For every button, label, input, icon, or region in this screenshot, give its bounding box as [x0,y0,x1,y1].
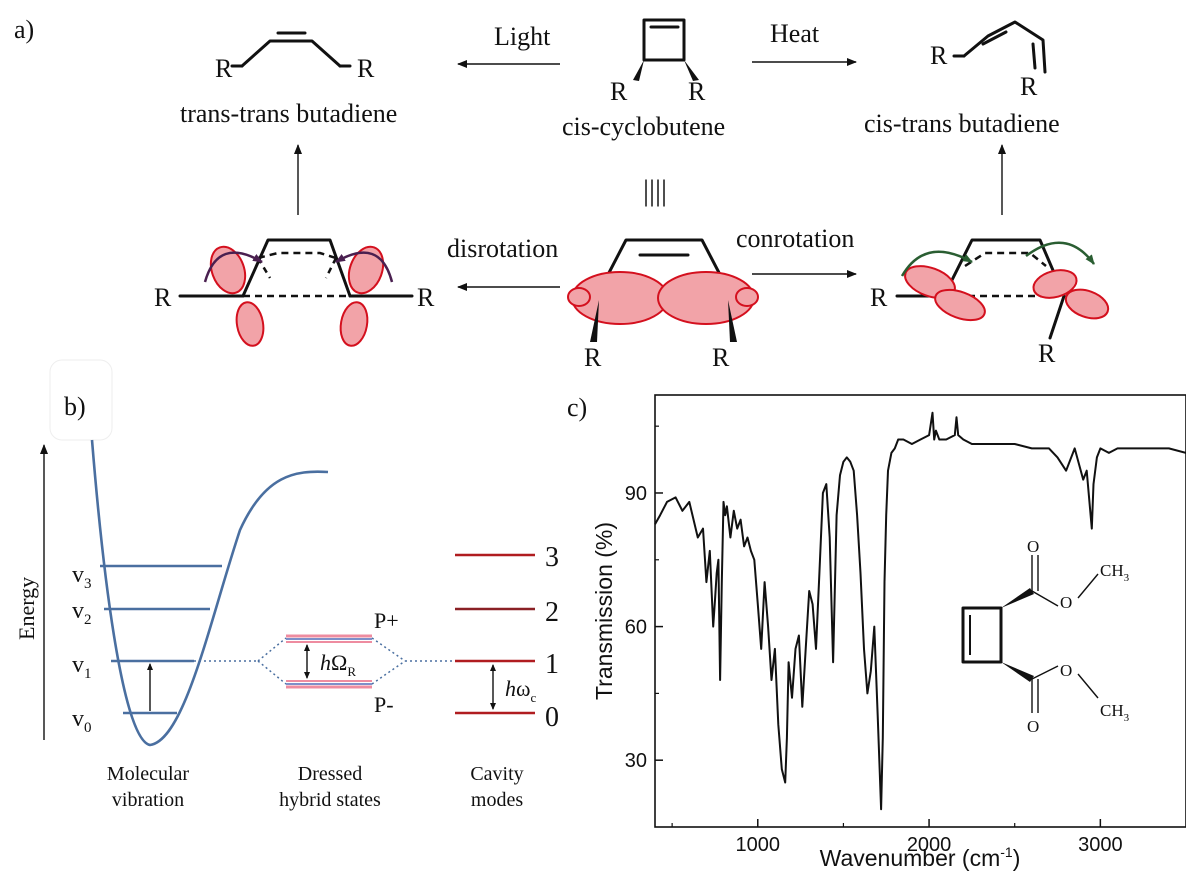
oxygen-label: O [1060,661,1072,680]
r-group-label: R [610,77,628,106]
r-group-label: R [712,343,730,372]
coupling-dotted-line [257,637,287,662]
r-group-label: R [417,283,435,312]
cavity-modes-caption: modes [471,789,523,811]
cis-cyclobutene-label: cis-cyclobutene [562,112,725,141]
y-tick-label: 30 [625,750,647,772]
r-group-label: R [1020,72,1038,101]
potential-well-curve [90,439,329,747]
level-label-v2: v2 [72,598,92,628]
cis-trans-butadiene-label: cis-trans butadiene [864,109,1060,138]
coupling-dotted-line [371,660,406,685]
cavity-number-2: 2 [545,597,559,628]
methyl-label: CH3 [1100,561,1130,584]
level-label-v3: v3 [72,562,92,592]
disrotation-label: disrotation [447,234,558,263]
panel-b: b) Energy v0 v1 v2 v3 [14,359,559,811]
panel-b-label: b) [64,392,86,421]
oxygen-label: O [1027,717,1039,736]
r-group-label: R [357,54,375,83]
cavity-spacing-label: hωc [505,676,536,705]
panel-c-label: c) [567,393,587,422]
light-label: Light [494,22,551,51]
p-orbital-lobe [934,288,986,322]
level-label-v1: v1 [72,652,92,682]
r-group-label: R [584,343,602,372]
panel-b-label-box [49,359,113,441]
y-tick-label: 90 [625,483,647,505]
p-plus-label: P+ [374,608,399,633]
p-orbital-lobe [1064,288,1110,320]
dressed-states-caption: Dressed [298,763,362,785]
coupling-dotted-line [257,660,287,685]
cavity-modes-caption: Cavity [470,763,523,785]
y-axis-ticks: 30 60 90 [625,425,663,772]
conrotation-label: conrotation [736,224,854,253]
panel-a: a) R R trans-trans butadiene Light R R c… [14,15,1110,372]
p-orbital-lobe [1032,269,1078,299]
heat-label: Heat [770,19,820,48]
cyclobutene-orbital-center: R R [567,238,759,372]
r-group-label: R [930,41,948,70]
cis-cyclobutene-structure: R R [610,18,706,106]
transmission-spectrum-line [654,411,1186,811]
equivalence-bars: |||| [643,174,667,207]
r-group-label: R [215,54,233,83]
x-tick-label: 2000 [907,834,952,856]
r-group-label: R [688,77,706,106]
p-orbital-lobe [339,301,369,347]
ir-chart: 1000 2000 3000 30 60 90 Transmission (%) Wav… [591,394,1186,871]
energy-axis-label: Energy [14,577,39,640]
coupling-dotted-line [371,637,406,662]
methyl-label: CH3 [1100,701,1130,724]
p-orbital-lobe [347,245,385,295]
polariton-p-plus [286,634,372,643]
p-orbital-lobe [235,301,265,347]
plot-frame [654,394,1186,828]
molecular-vibration-caption: vibration [112,789,184,811]
conrotatory-transition-state: R R [870,238,1110,368]
molecular-vibration-caption: Molecular [107,763,190,785]
x-tick-label: 3000 [1078,834,1123,856]
dressed-states-caption: hybrid states [279,789,381,811]
p-minus-label: P- [374,692,394,717]
polariton-p-minus [286,680,372,689]
r-group-label: R [154,283,172,312]
disrotatory-transition-state: R R [154,238,435,347]
y-tick-label: 60 [625,617,647,639]
r-group-label: R [1038,339,1056,368]
cavity-number-1: 1 [545,649,559,680]
y-axis-title: Transmission (%) [591,522,617,700]
r-group-label: R [870,283,888,312]
cavity-number-3: 3 [545,542,559,573]
inset-molecule-structure: O O CH3 O CH3 O [961,537,1130,736]
rabi-splitting-label: hΩR [320,650,356,679]
trans-trans-butadiene-label: trans-trans butadiene [180,99,397,128]
orbital-lobe-small [567,287,591,307]
x-axis-title: Wavenumber (cm-1) [820,844,1021,871]
orbital-lobe-small [735,287,759,307]
cis-trans-butadiene-structure: R R [930,20,1047,101]
x-tick-label: 1000 [736,834,781,856]
oxygen-label: O [1027,537,1039,556]
oxygen-label: O [1060,593,1072,612]
x-axis-ticks: 1000 2000 3000 [671,819,1123,856]
panel-c: c) 1000 2000 3000 30 60 90 Transmission (%) … [567,393,1186,871]
cavity-number-0: 0 [545,702,559,733]
panel-a-label: a) [14,15,34,44]
trans-trans-butadiene-structure: R R [215,31,375,83]
level-label-v0: v0 [72,706,92,736]
